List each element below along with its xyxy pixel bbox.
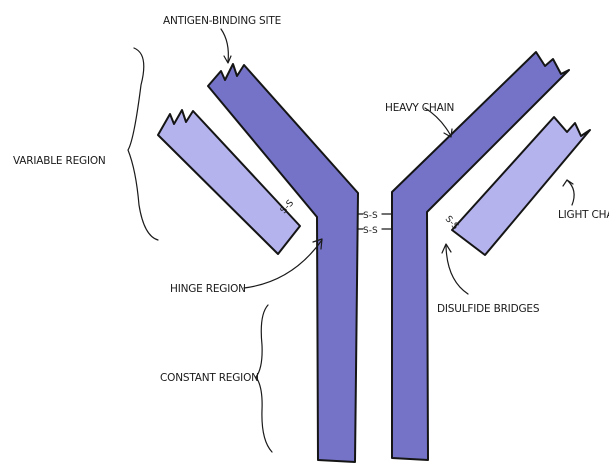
disulfide-bridges-pointer: [446, 246, 468, 294]
light-chain-label: LIGHT CHAIN: [558, 209, 609, 221]
heavy-chain-label: HEAVY CHAIN: [385, 102, 454, 114]
constant-region-label: CONSTANT REGION: [160, 372, 259, 384]
left-heavy-chain: [208, 64, 358, 462]
disulfide-bridges-label: DISULFIDE BRIDGES: [437, 303, 540, 315]
heavy-heavy-bond-2: S-S: [363, 226, 378, 236]
hinge-region-label: HINGE REGION: [170, 283, 246, 295]
heavy-heavy-bond-1: S-S: [363, 211, 378, 221]
variable-region-label: VARIABLE REGION: [13, 155, 106, 167]
variable-region-brace: [128, 48, 158, 240]
antigen-binding-site-label: ANTIGEN-BINDING SITE: [163, 15, 281, 27]
